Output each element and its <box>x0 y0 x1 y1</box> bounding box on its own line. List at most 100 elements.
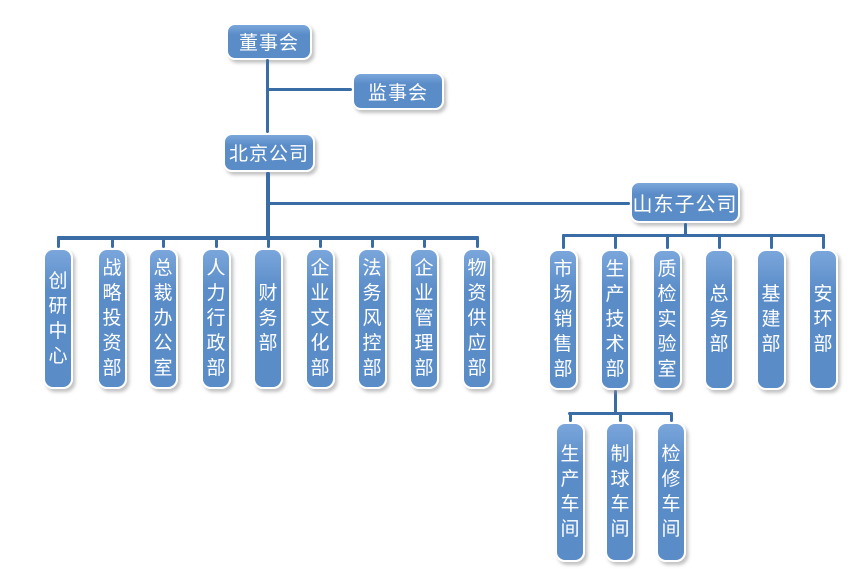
node-label-char: 部 <box>813 334 833 355</box>
node-label-char: 裁 <box>153 283 173 304</box>
node-label-char: 建 <box>761 309 781 330</box>
connector-line <box>267 88 352 91</box>
node-label-char: 部 <box>102 358 122 379</box>
beijing-dept-node-3[interactable]: 人力行政部 <box>201 248 231 389</box>
shandong-workshop-node-1[interactable]: 制球车间 <box>605 422 635 562</box>
node-beijing-company[interactable]: 北京公司 <box>223 133 315 172</box>
node-label-char: 风 <box>362 308 382 329</box>
node-label-char: 务 <box>709 309 729 330</box>
node-label-char: 部 <box>467 358 487 379</box>
node-label-char: 创 <box>48 270 68 292</box>
node-label-char: 车 <box>610 494 630 515</box>
shandong-workshop-node-0[interactable]: 生产车间 <box>555 422 585 562</box>
node-label-char: 部 <box>414 358 434 379</box>
connector-line <box>370 236 374 248</box>
connector-line <box>769 234 773 249</box>
node-label-char: 中 <box>48 320 68 342</box>
node-shandong-subsidiary[interactable]: 山东子公司 <box>630 181 740 223</box>
node-label-char: 球 <box>610 469 630 490</box>
node-label-char: 资 <box>467 283 487 304</box>
node-label-char: 生 <box>605 259 625 280</box>
node-label-char: 务 <box>258 308 278 329</box>
node-label-char: 技 <box>605 309 625 330</box>
node-label-char: 投 <box>102 308 122 329</box>
node-label-char: 供 <box>467 308 487 329</box>
node-label-char: 室 <box>657 359 677 380</box>
node-label-char: 产 <box>605 284 625 305</box>
node-label-char: 企 <box>414 258 434 279</box>
beijing-dept-node-6[interactable]: 法务风控部 <box>357 248 387 389</box>
node-label-char: 检 <box>657 284 677 305</box>
beijing-dept-node-4[interactable]: 财务部 <box>253 248 283 389</box>
connector-line <box>56 236 60 248</box>
node-label-char: 安 <box>813 284 833 305</box>
node-label-char: 部 <box>709 334 729 355</box>
node-label-char: 验 <box>657 334 677 355</box>
node-label-char: 公 <box>153 333 173 354</box>
connector-line <box>266 236 270 248</box>
connector-line <box>613 390 617 414</box>
connector-line <box>562 234 825 237</box>
shandong-workshop-node-2[interactable]: 检修车间 <box>656 422 686 562</box>
shandong-dept-node-5[interactable]: 安环部 <box>808 249 838 390</box>
node-label-char: 部 <box>206 358 226 379</box>
node-label-char: 心 <box>48 345 68 367</box>
node-label-char: 间 <box>661 519 681 540</box>
node-label-char: 战 <box>102 258 122 279</box>
node-label-char: 车 <box>560 494 580 515</box>
node-label-char: 行 <box>206 308 226 329</box>
node-label-char: 管 <box>414 308 434 329</box>
beijing-dept-node-0[interactable]: 创研中心 <box>43 248 73 389</box>
beijing-dept-node-8[interactable]: 物资供应部 <box>462 248 492 389</box>
node-label-char: 车 <box>661 494 681 515</box>
node-label-char: 略 <box>102 283 122 304</box>
connector-line <box>266 59 269 133</box>
connector-line <box>161 236 165 248</box>
shandong-dept-node-4[interactable]: 基建部 <box>756 249 786 390</box>
node-label-char: 环 <box>813 309 833 330</box>
node-board-of-directors[interactable]: 董事会 <box>226 23 312 60</box>
node-label-char: 部 <box>310 358 330 379</box>
connector-line <box>683 223 687 236</box>
connector-line <box>821 234 825 249</box>
connector-line <box>669 412 673 422</box>
shandong-dept-node-3[interactable]: 总务部 <box>704 249 734 390</box>
connector-line <box>613 234 617 249</box>
beijing-dept-node-1[interactable]: 战略投资部 <box>97 248 127 389</box>
connector-line <box>318 236 322 248</box>
beijing-dept-node-2[interactable]: 总裁办公室 <box>148 248 178 389</box>
beijing-dept-node-5[interactable]: 企业文化部 <box>305 248 335 389</box>
node-label-char: 售 <box>553 334 573 355</box>
node-label-char: 销 <box>553 309 573 330</box>
node-label-char: 市 <box>553 259 573 280</box>
node-label-char: 部 <box>362 358 382 379</box>
shandong-dept-node-1[interactable]: 生产技术部 <box>600 249 630 390</box>
shandong-dept-node-0[interactable]: 市场销售部 <box>548 249 578 390</box>
node-label-char: 研 <box>48 295 68 317</box>
node-label-char: 资 <box>102 333 122 354</box>
node-label-char: 理 <box>414 333 434 354</box>
node-label-char: 室 <box>153 358 173 379</box>
connector-line <box>717 234 721 249</box>
node-label-char: 修 <box>661 469 681 490</box>
node-label-char: 质 <box>657 259 677 280</box>
beijing-dept-node-7[interactable]: 企业管理部 <box>409 248 439 389</box>
connector-line <box>214 236 218 248</box>
node-label-char: 业 <box>310 283 330 304</box>
connector-line <box>665 234 669 249</box>
node-label-char: 生 <box>560 444 580 465</box>
node-label-char: 文 <box>310 308 330 329</box>
node-supervisory-board[interactable]: 监事会 <box>352 72 444 110</box>
node-label-char: 财 <box>258 283 278 304</box>
node-label-char: 术 <box>605 334 625 355</box>
node-label-char: 间 <box>560 519 580 540</box>
connector-line <box>422 236 426 248</box>
connector-line <box>268 202 630 205</box>
node-label-char: 总 <box>709 284 729 305</box>
node-label-char: 总 <box>153 258 173 279</box>
connector-line <box>475 236 479 248</box>
shandong-dept-node-2[interactable]: 质检实验室 <box>652 249 682 390</box>
connector-line <box>266 172 270 240</box>
node-label-char: 部 <box>761 334 781 355</box>
